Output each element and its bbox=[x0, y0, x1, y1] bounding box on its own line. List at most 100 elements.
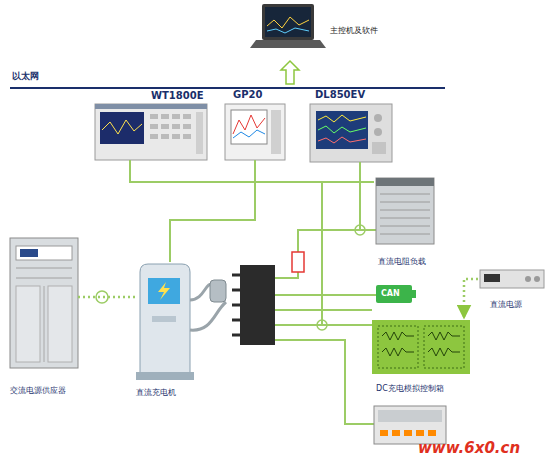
control-box bbox=[428, 348, 460, 356]
signal-connector bbox=[130, 160, 374, 182]
scope-recorder bbox=[318, 137, 366, 143]
dc-power-unit bbox=[534, 276, 540, 282]
control-box: DC充电模拟控制箱 bbox=[372, 318, 472, 376]
charge-connector bbox=[232, 304, 240, 307]
dc-charger bbox=[190, 302, 226, 330]
node-label: DC充电模拟控制箱 bbox=[376, 384, 486, 393]
electronic-load bbox=[404, 430, 412, 436]
dc-charger bbox=[136, 264, 226, 380]
charge-connector bbox=[232, 265, 275, 345]
ethernet-line bbox=[10, 87, 445, 89]
laptop-icon bbox=[267, 17, 309, 28]
power-analyzer bbox=[150, 124, 158, 129]
laptop-icon bbox=[267, 28, 309, 33]
signal-wire bbox=[275, 294, 376, 296]
signal-wire bbox=[275, 340, 374, 424]
scope-recorder bbox=[372, 142, 386, 154]
can-battery bbox=[412, 290, 416, 298]
laptop-icon bbox=[265, 7, 311, 37]
ac-supply-cabinet bbox=[48, 286, 72, 362]
ac-supply-cabinet bbox=[16, 278, 72, 279]
node-label: 交流电源供应器 bbox=[10, 386, 100, 395]
ac-supply-cabinet bbox=[10, 238, 78, 368]
data-logger bbox=[233, 130, 265, 138]
data-logger bbox=[271, 110, 281, 154]
node-label: WT1800E bbox=[151, 90, 221, 102]
junction-ring bbox=[317, 320, 327, 330]
scope-recorder bbox=[316, 111, 368, 149]
signal-wire bbox=[359, 162, 361, 230]
power-analyzer bbox=[183, 124, 191, 129]
control-box bbox=[382, 348, 414, 356]
dc-resistive-load bbox=[380, 202, 430, 203]
ac-supply-cabinet bbox=[16, 246, 72, 260]
laptop-icon bbox=[262, 4, 314, 40]
signal-connector bbox=[464, 279, 478, 318]
control-box bbox=[372, 320, 470, 374]
ac-supply-cabinet bbox=[44, 286, 45, 362]
power-analyzer bbox=[172, 134, 180, 139]
dc-power-unit bbox=[525, 276, 531, 282]
instrument-box: WT1800E bbox=[95, 104, 207, 160]
control-box bbox=[424, 326, 464, 368]
scope-recorder bbox=[310, 104, 392, 162]
control-box bbox=[372, 320, 470, 374]
charge-connector bbox=[232, 319, 240, 322]
signal-connector bbox=[78, 296, 136, 299]
watermark: www.6x0.cn bbox=[418, 440, 520, 457]
dc-resistive-load bbox=[376, 178, 434, 186]
control-box bbox=[382, 332, 414, 340]
signal-wire bbox=[275, 272, 298, 278]
dc-load: 直流电阻负载 bbox=[374, 176, 436, 246]
electronic-load bbox=[380, 430, 388, 436]
ac-supply-cabinet bbox=[16, 268, 72, 269]
charge-connector bbox=[232, 334, 240, 337]
dc-charger bbox=[210, 280, 226, 302]
host-pc: 主控机及软件 bbox=[255, 2, 325, 50]
instrument-box: DL850EV bbox=[310, 104, 392, 162]
scope-recorder bbox=[310, 104, 392, 162]
charger: 直流充电机 bbox=[136, 262, 194, 380]
power-analyzer bbox=[183, 134, 191, 139]
dc-charger bbox=[148, 278, 180, 304]
scope-recorder bbox=[374, 128, 382, 136]
power-analyzer bbox=[95, 104, 207, 109]
node-label: 直流充电机 bbox=[136, 388, 206, 397]
power-analyzer bbox=[100, 112, 144, 144]
electronic-load bbox=[374, 406, 446, 444]
power-analyzer bbox=[172, 124, 180, 129]
electronic-load bbox=[392, 430, 400, 436]
can-battery bbox=[376, 285, 416, 303]
power-analyzer bbox=[161, 134, 169, 139]
junction-ring bbox=[96, 291, 108, 303]
electronic-load bbox=[374, 406, 446, 444]
dc-resistive-load bbox=[380, 218, 430, 219]
data-logger bbox=[225, 104, 285, 160]
upload-arrow bbox=[281, 61, 299, 84]
signal-connector bbox=[170, 160, 255, 262]
node-label: 直流电阻负载 bbox=[378, 257, 458, 266]
power-analyzer bbox=[95, 104, 207, 160]
signal-wire bbox=[275, 324, 372, 326]
scope-recorder bbox=[318, 115, 366, 122]
signal-wire bbox=[275, 162, 376, 424]
ac-supply-cabinet bbox=[10, 238, 78, 368]
node-label: DL850EV bbox=[315, 89, 385, 101]
charge-connector bbox=[232, 274, 240, 277]
network-label: 以太网 bbox=[12, 72, 39, 82]
data-logger bbox=[225, 104, 285, 160]
dc-resistive-load bbox=[380, 226, 430, 227]
can-battery: CAN bbox=[376, 285, 412, 303]
power-analyzer bbox=[183, 114, 191, 119]
electronic-load bbox=[416, 430, 424, 436]
node-label: 直流电源 bbox=[490, 300, 550, 309]
ac-supply: 交流电源供应器 bbox=[10, 238, 78, 368]
dc-charger bbox=[158, 282, 170, 300]
power-analyzer bbox=[95, 104, 207, 160]
ac-supply-cabinet bbox=[16, 286, 40, 362]
node-label: GP20 bbox=[233, 89, 283, 101]
instrument-box: GP20 bbox=[225, 104, 285, 160]
laptop-icon bbox=[250, 40, 326, 48]
dc-resistive-load bbox=[380, 234, 430, 235]
